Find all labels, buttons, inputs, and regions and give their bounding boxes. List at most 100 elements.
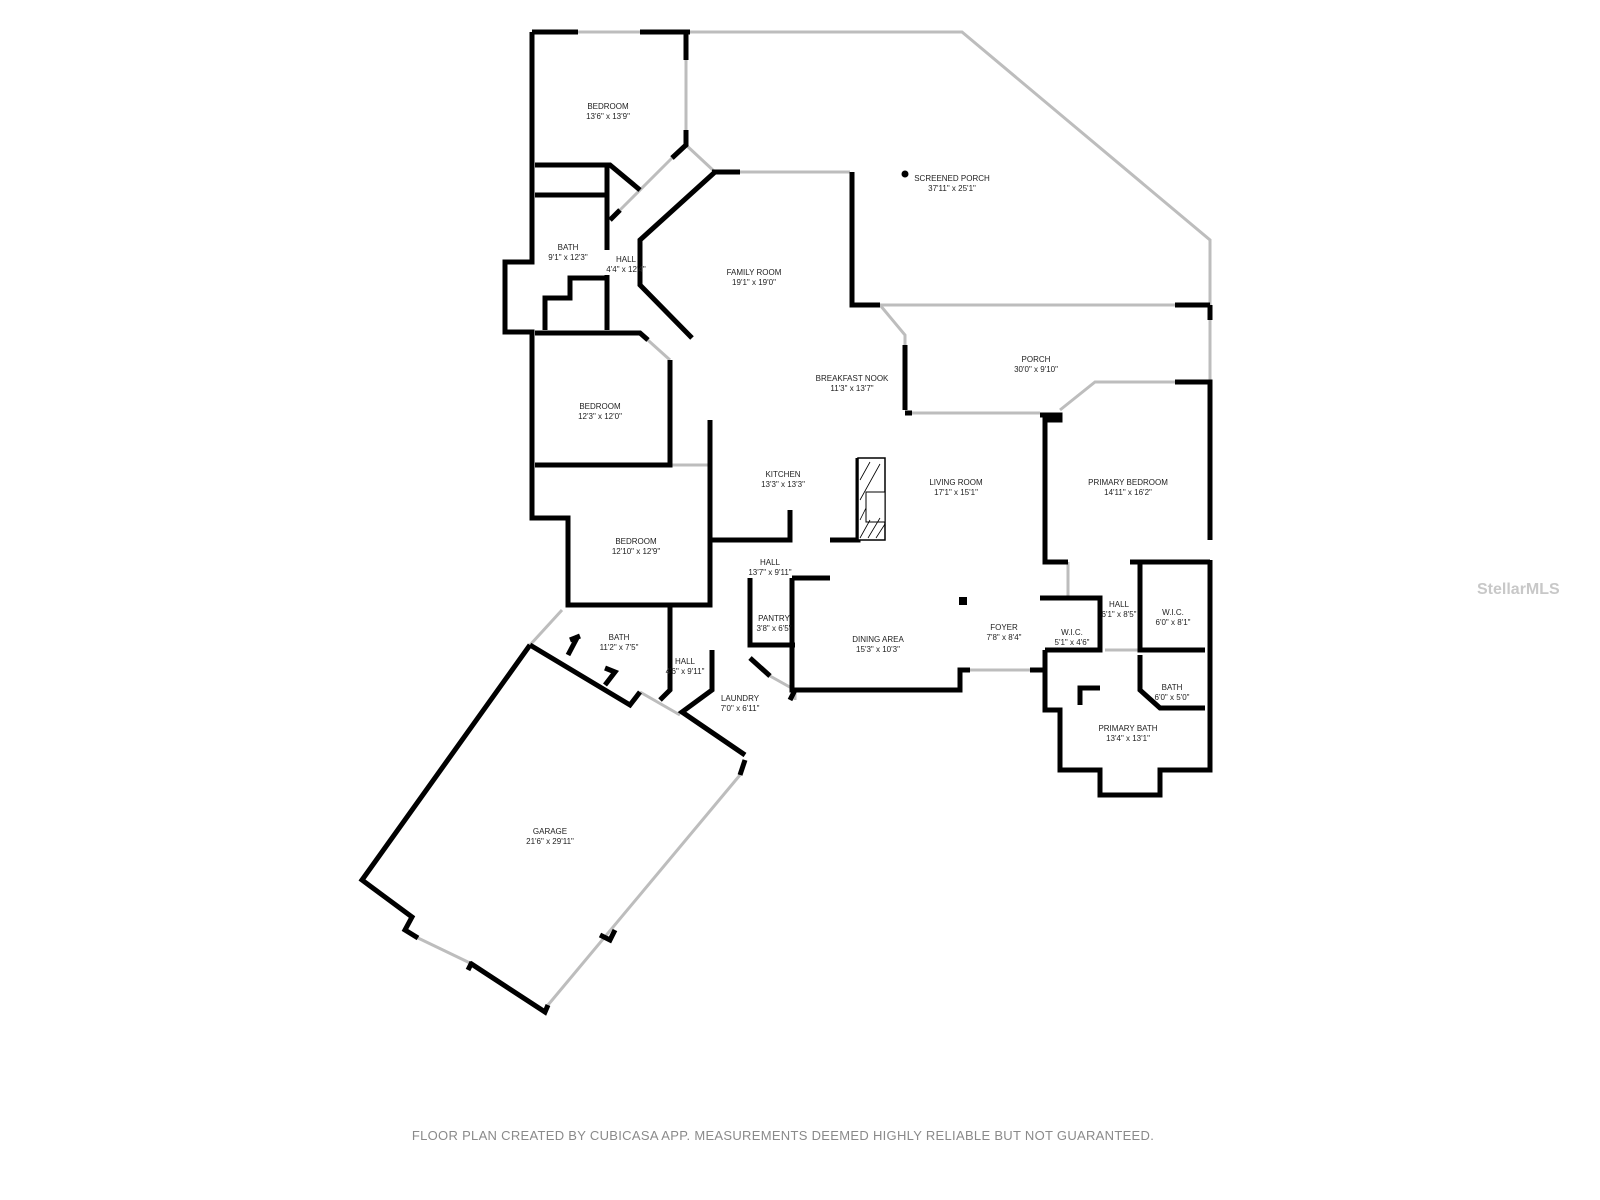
- room-name: LIVING ROOM: [929, 478, 983, 487]
- window-segment: [1059, 380, 1175, 412]
- wall-segment: [565, 634, 581, 657]
- window-segment: [417, 936, 471, 965]
- room-name: GARAGE: [532, 827, 568, 836]
- room-dimensions: 13'3" x 13'3": [761, 480, 805, 489]
- walls: [358, 29, 1213, 1016]
- room-name: PRIMARY BATH: [1098, 724, 1158, 733]
- wall-segment: [598, 928, 618, 944]
- room-dimensions: 37'11" x 25'1": [928, 184, 976, 193]
- wall-segment: [528, 642, 642, 709]
- room-dimensions: 13'7" x 9'11": [748, 568, 792, 577]
- watermark: StellarMLS: [1477, 581, 1560, 598]
- room-name: BREAKFAST NOOK: [815, 374, 889, 383]
- room-name: KITCHEN: [765, 470, 801, 479]
- wall-segment: [1045, 595, 1103, 653]
- room-name: BEDROOM: [579, 402, 621, 411]
- room-name: SCREENED PORCH: [914, 174, 990, 183]
- room-name: BATH: [557, 243, 579, 252]
- wall-segment: [608, 208, 622, 222]
- room-dimensions: 17'1" x 15'1": [934, 488, 978, 497]
- room-name: PORCH: [1021, 355, 1051, 364]
- wall-segment: [787, 688, 798, 702]
- room-dimensions: 6'0" x 5'0": [1154, 693, 1190, 702]
- room-name: BEDROOM: [615, 537, 657, 546]
- column: [959, 597, 967, 605]
- window-segment: [878, 304, 907, 345]
- wall-segment: [1137, 655, 1205, 711]
- window-segment: [546, 774, 742, 1006]
- wall-segment: [747, 578, 795, 648]
- porch-marker-dot: [901, 170, 909, 178]
- wall-segment: [465, 960, 475, 972]
- room-dimensions: 19'1" x 19'0": [732, 278, 776, 287]
- room-dimensions: 30'0" x 9'10": [1014, 365, 1058, 374]
- room-dimensions: 7'0" x 6'11": [720, 704, 760, 713]
- wall-segment: [535, 330, 650, 342]
- room-name: HALL: [674, 657, 695, 666]
- room-dimensions: 15'3" x 10'3": [856, 645, 900, 654]
- wall-segment: [535, 360, 673, 468]
- wall-segment: [830, 458, 861, 543]
- window-segment: [618, 156, 674, 212]
- wall-segment: [748, 656, 772, 678]
- room-name: BATH: [608, 633, 630, 642]
- room-name: W.I.C.: [1061, 628, 1083, 637]
- window-segment: [690, 30, 1212, 305]
- disclaimer-footer: FLOOR PLAN CREATED BY CUBICASA APP. MEAS…: [411, 1128, 1155, 1143]
- room-dimensions: 6'0" x 8'1": [1155, 618, 1191, 627]
- wall-segment: [658, 605, 673, 702]
- wall-segment: [1137, 562, 1205, 653]
- room-dimensions: 11'2" x 7'5": [599, 643, 639, 652]
- room-dimensions: 5'1" x 4'6": [1054, 638, 1090, 647]
- room-dimensions: 3'8" x 6'5": [756, 624, 792, 633]
- room-dimensions: 12'3" x 12'0": [578, 412, 622, 421]
- wall-segment: [1175, 379, 1213, 540]
- wall-segment: [1040, 412, 1068, 565]
- wall-segment: [637, 170, 717, 340]
- room-name: HALL: [759, 558, 780, 567]
- room-dimensions: 9'1" x 12'3": [548, 253, 588, 262]
- window-segment: [528, 608, 564, 647]
- room-dimensions: 12'10" x 12'9": [611, 547, 661, 556]
- wall-segment: [670, 130, 689, 160]
- room-dimensions: 11'3" x 13'7": [830, 384, 874, 393]
- wall-segment: [535, 162, 642, 192]
- room-dimensions: 7'8" x 8'4": [986, 633, 1022, 642]
- room-dimensions: 6'1" x 8'5": [1101, 610, 1137, 619]
- wall-segment: [542, 275, 607, 330]
- wall-segment: [358, 643, 533, 941]
- room-name: FAMILY ROOM: [726, 268, 782, 277]
- room-name: PRIMARY BEDROOM: [1088, 478, 1168, 487]
- fireplace: [857, 457, 886, 541]
- wall-segment: [603, 665, 619, 687]
- wall-segment: [849, 172, 880, 308]
- room-name: PANTRY: [758, 614, 790, 623]
- room-dimensions: 14'11" x 16'2": [1104, 488, 1152, 497]
- room-dimensions: 13'6" x 13'9": [586, 112, 630, 121]
- room-name: FOYER: [990, 623, 1018, 632]
- room-name: HALL: [1108, 600, 1130, 609]
- wall-segment: [1030, 560, 1213, 798]
- wall-segment: [677, 650, 747, 758]
- wall-segment: [502, 32, 713, 608]
